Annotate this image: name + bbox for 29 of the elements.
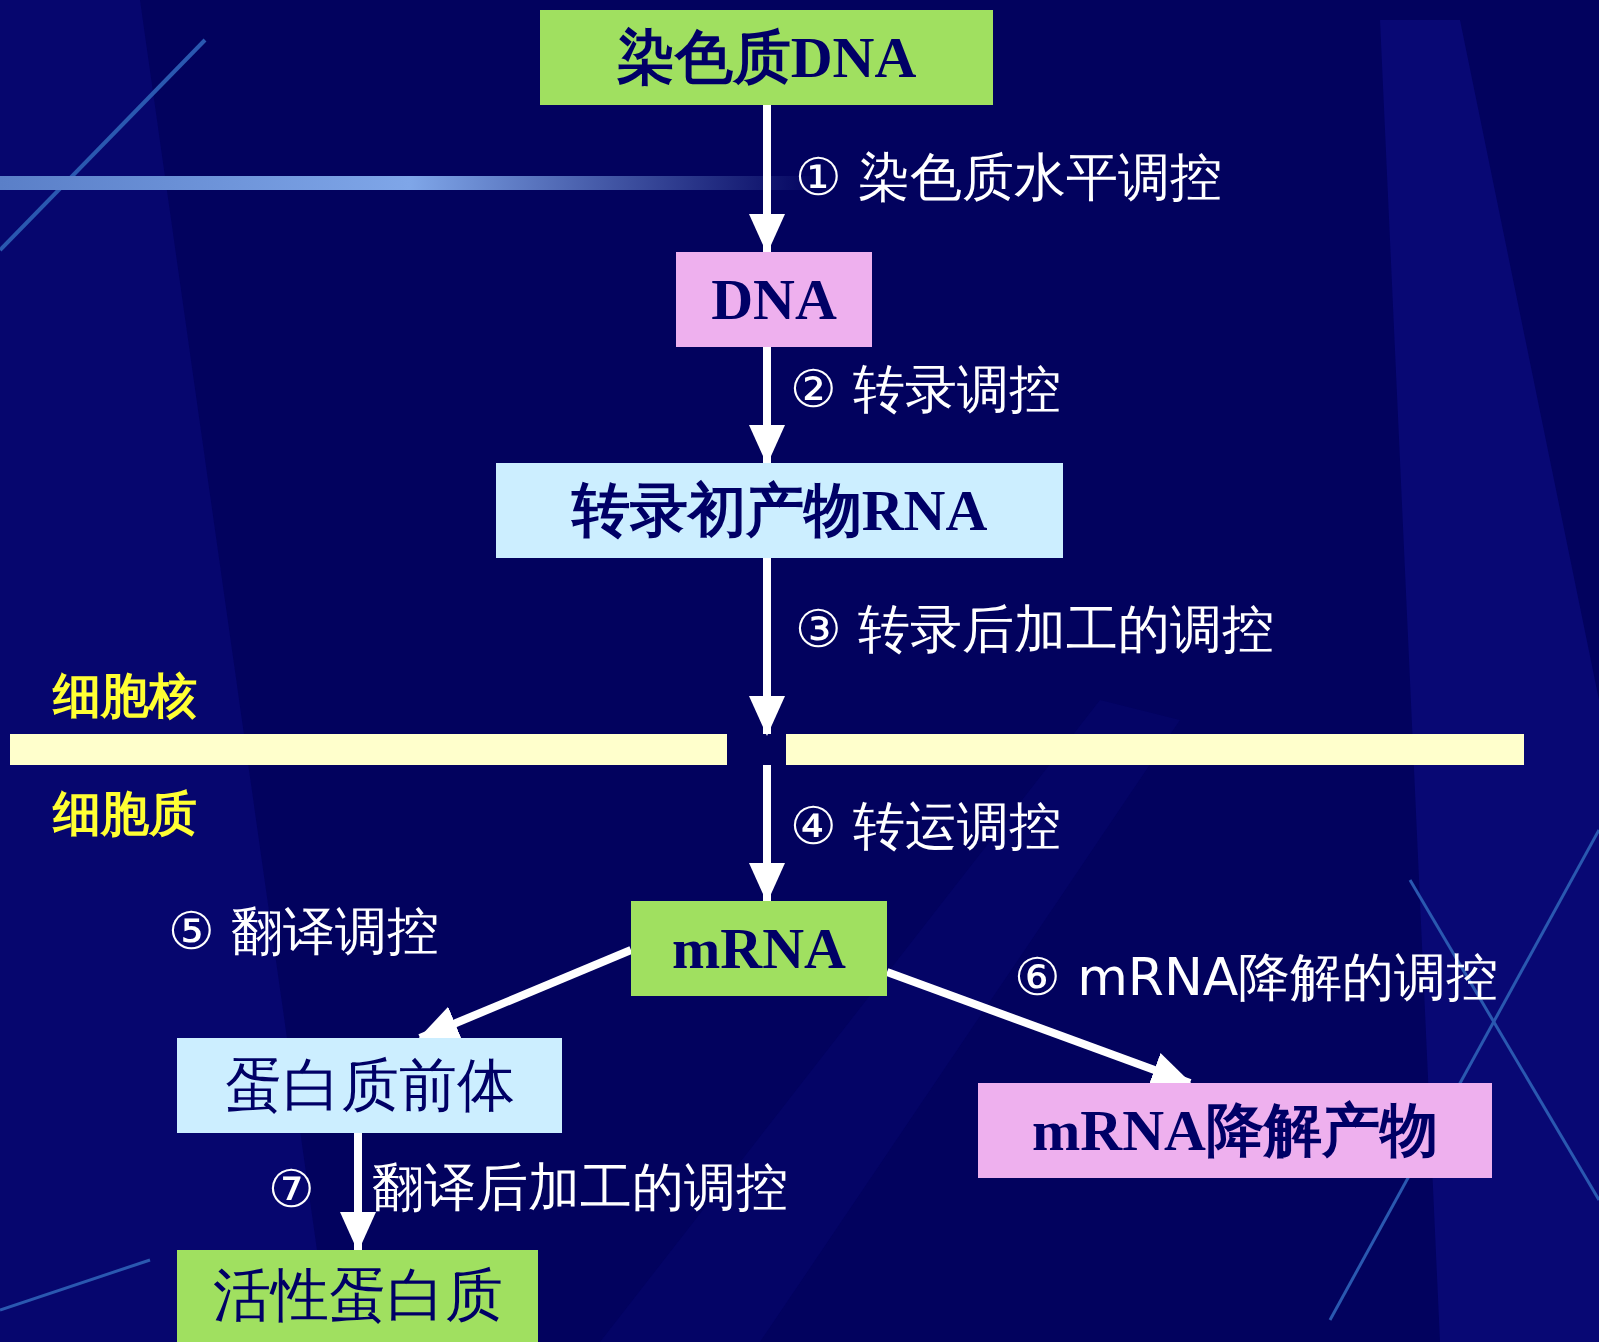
region-label: 细胞核 [53,668,197,724]
process-box [676,252,872,347]
node-label: mRNA [672,916,846,981]
node-label: 转录初产物RNA [571,478,988,543]
node-label: 蛋白质前体 [224,1053,515,1118]
process-box [631,901,887,996]
edge-label: ① 染色质水平调控 [795,148,1223,208]
node-label: DNA [711,267,837,332]
region-label: 细胞质 [53,786,197,842]
arrow [749,558,785,736]
process-box [177,1038,562,1133]
node-label: 活性蛋白质 [212,1264,503,1328]
edge-label: ② 转录调控 [790,360,1062,420]
process-box [540,10,993,105]
membrane-drawing [10,734,1524,765]
arrow [749,347,785,465]
node-label: 染色质DNA [616,25,917,90]
arrow [340,1133,376,1252]
step-number: ⑦ [268,1160,315,1220]
arrow [749,105,785,254]
process-box [496,463,1063,558]
edge-label: ③ 转录后加工的调控 [795,600,1275,660]
edge-label: ⑤ 翻译调控 [168,902,440,962]
edge-label: ④ 转运调控 [790,797,1062,857]
node-label: mRNA降解产物 [1032,1098,1438,1163]
process-box [177,1250,538,1342]
edge-label: ⑥ mRNA降解的调控 [1014,948,1499,1008]
edge-label: 翻译后加工的调控 [372,1158,788,1218]
process-box [978,1083,1492,1178]
